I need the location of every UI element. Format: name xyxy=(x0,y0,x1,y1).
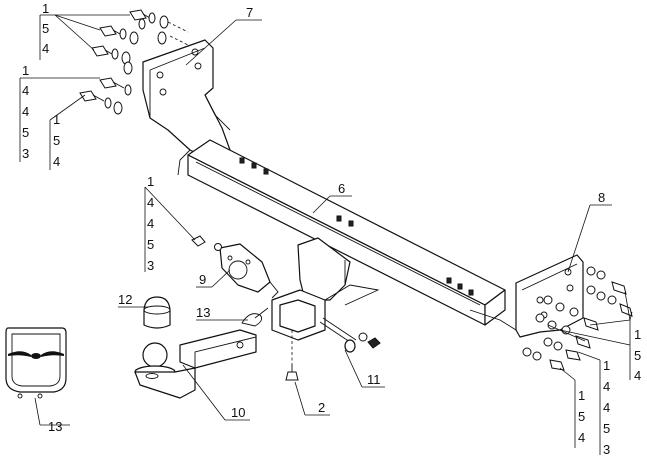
callout-9: 9 xyxy=(199,272,206,287)
callout-1-mid: 1 xyxy=(22,63,29,78)
callout-13-plate: 13 xyxy=(48,419,62,434)
winged-emblem-icon xyxy=(8,351,64,359)
ball-cover xyxy=(143,296,171,329)
top-left-fasteners xyxy=(79,9,191,115)
hitch-cover-plate xyxy=(5,327,67,399)
callout-5-mid: 5 xyxy=(22,125,29,140)
callout-12: 12 xyxy=(118,292,132,307)
receiver-tube xyxy=(271,237,380,341)
callout-1-right: 1 xyxy=(634,327,641,342)
callout-4-br3: 4 xyxy=(578,430,585,445)
callout-4-br: 4 xyxy=(603,379,610,394)
callout-4-mid: 4 xyxy=(22,83,29,98)
callout-1-br2: 1 xyxy=(578,388,585,403)
callout-5-left: 5 xyxy=(147,237,154,252)
callout-3-left: 3 xyxy=(147,258,154,273)
callout-11: 11 xyxy=(367,372,381,387)
callout-5-right: 5 xyxy=(634,348,641,363)
hitch-pin xyxy=(319,317,381,353)
callout-2: 2 xyxy=(318,400,325,415)
callout-4-mid3: 4 xyxy=(53,154,60,169)
grounding-screw xyxy=(285,330,299,381)
callout-7: 7 xyxy=(246,5,253,20)
callout-3-mid: 3 xyxy=(22,146,29,161)
callout-13-pin: 13 xyxy=(196,305,210,320)
callout-8: 8 xyxy=(598,190,605,205)
callout-4-mid2: 4 xyxy=(22,104,29,119)
callout-4-br2: 4 xyxy=(603,400,610,415)
main-crossbar xyxy=(187,139,506,326)
callout-5-top: 5 xyxy=(42,21,49,36)
callout-1-left: 1 xyxy=(147,174,154,189)
callout-5-br2: 5 xyxy=(578,409,585,424)
crossbar-bolt-heads xyxy=(239,157,474,296)
callout-1-br: 1 xyxy=(603,358,610,373)
socket-bracket xyxy=(191,235,279,299)
callout-4-right: 4 xyxy=(634,368,641,383)
hitch-pin-clip xyxy=(241,307,269,327)
callout-6: 6 xyxy=(338,181,345,196)
callout-5-mid2: 5 xyxy=(53,133,60,148)
callout-5-br: 5 xyxy=(603,421,610,436)
ball-mount xyxy=(134,329,257,399)
callout-labels: 1 5 4 7 1 4 4 5 3 1 5 4 6 8 1 4 4 5 3 9 … xyxy=(22,1,641,457)
callout-3-br: 3 xyxy=(603,442,610,457)
callout-10: 10 xyxy=(231,405,245,420)
callout-1-top: 1 xyxy=(42,1,49,16)
callout-4-left2: 4 xyxy=(147,216,154,231)
callout-4-top: 4 xyxy=(42,41,49,56)
leader-lines xyxy=(19,14,633,455)
callout-4-left: 4 xyxy=(147,195,154,210)
callout-1-mid2: 1 xyxy=(53,112,60,127)
